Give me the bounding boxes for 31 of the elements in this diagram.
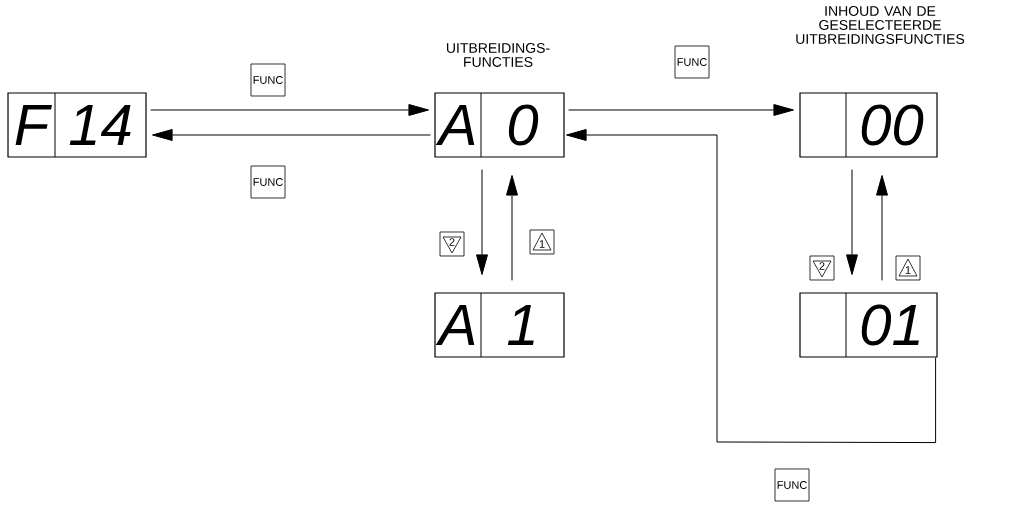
key-label: FUNC <box>674 45 710 79</box>
display-box <box>796 6 965 158</box>
display-box <box>799 292 938 358</box>
arrow <box>152 129 431 141</box>
display-box <box>434 43 565 158</box>
display-digits: F <box>15 105 52 145</box>
display-box <box>7 92 147 158</box>
display-digits: A <box>435 305 475 345</box>
display-digits: 0 <box>508 104 539 146</box>
key-label: FUNC <box>774 468 810 502</box>
display-digits: 1 <box>507 305 534 345</box>
arrow <box>568 104 794 116</box>
arrow <box>846 169 858 275</box>
arrow <box>506 175 518 281</box>
arrow <box>476 169 488 275</box>
key-label: 1 <box>895 255 921 281</box>
arrow <box>876 175 888 281</box>
key-label: FUNC <box>250 165 286 199</box>
display-digits: 01 <box>861 304 919 346</box>
key-label: FUNC <box>250 63 286 97</box>
heading: INHOUD VAN DE GESELECTEERDE UITBREIDINGSFUNCTIES <box>796 6 965 44</box>
display-digits: 14 <box>69 105 131 145</box>
display-digits: 00 <box>861 104 924 146</box>
heading: UITBREIDINGS- FUNCTIES <box>447 43 550 67</box>
key-label: 1 <box>529 229 555 255</box>
arrow <box>566 129 937 444</box>
key-label: 2 <box>809 255 835 281</box>
display-digits: A <box>435 105 475 145</box>
arrow <box>150 104 429 116</box>
key-label: 2 <box>439 231 465 257</box>
display-box <box>434 292 565 358</box>
